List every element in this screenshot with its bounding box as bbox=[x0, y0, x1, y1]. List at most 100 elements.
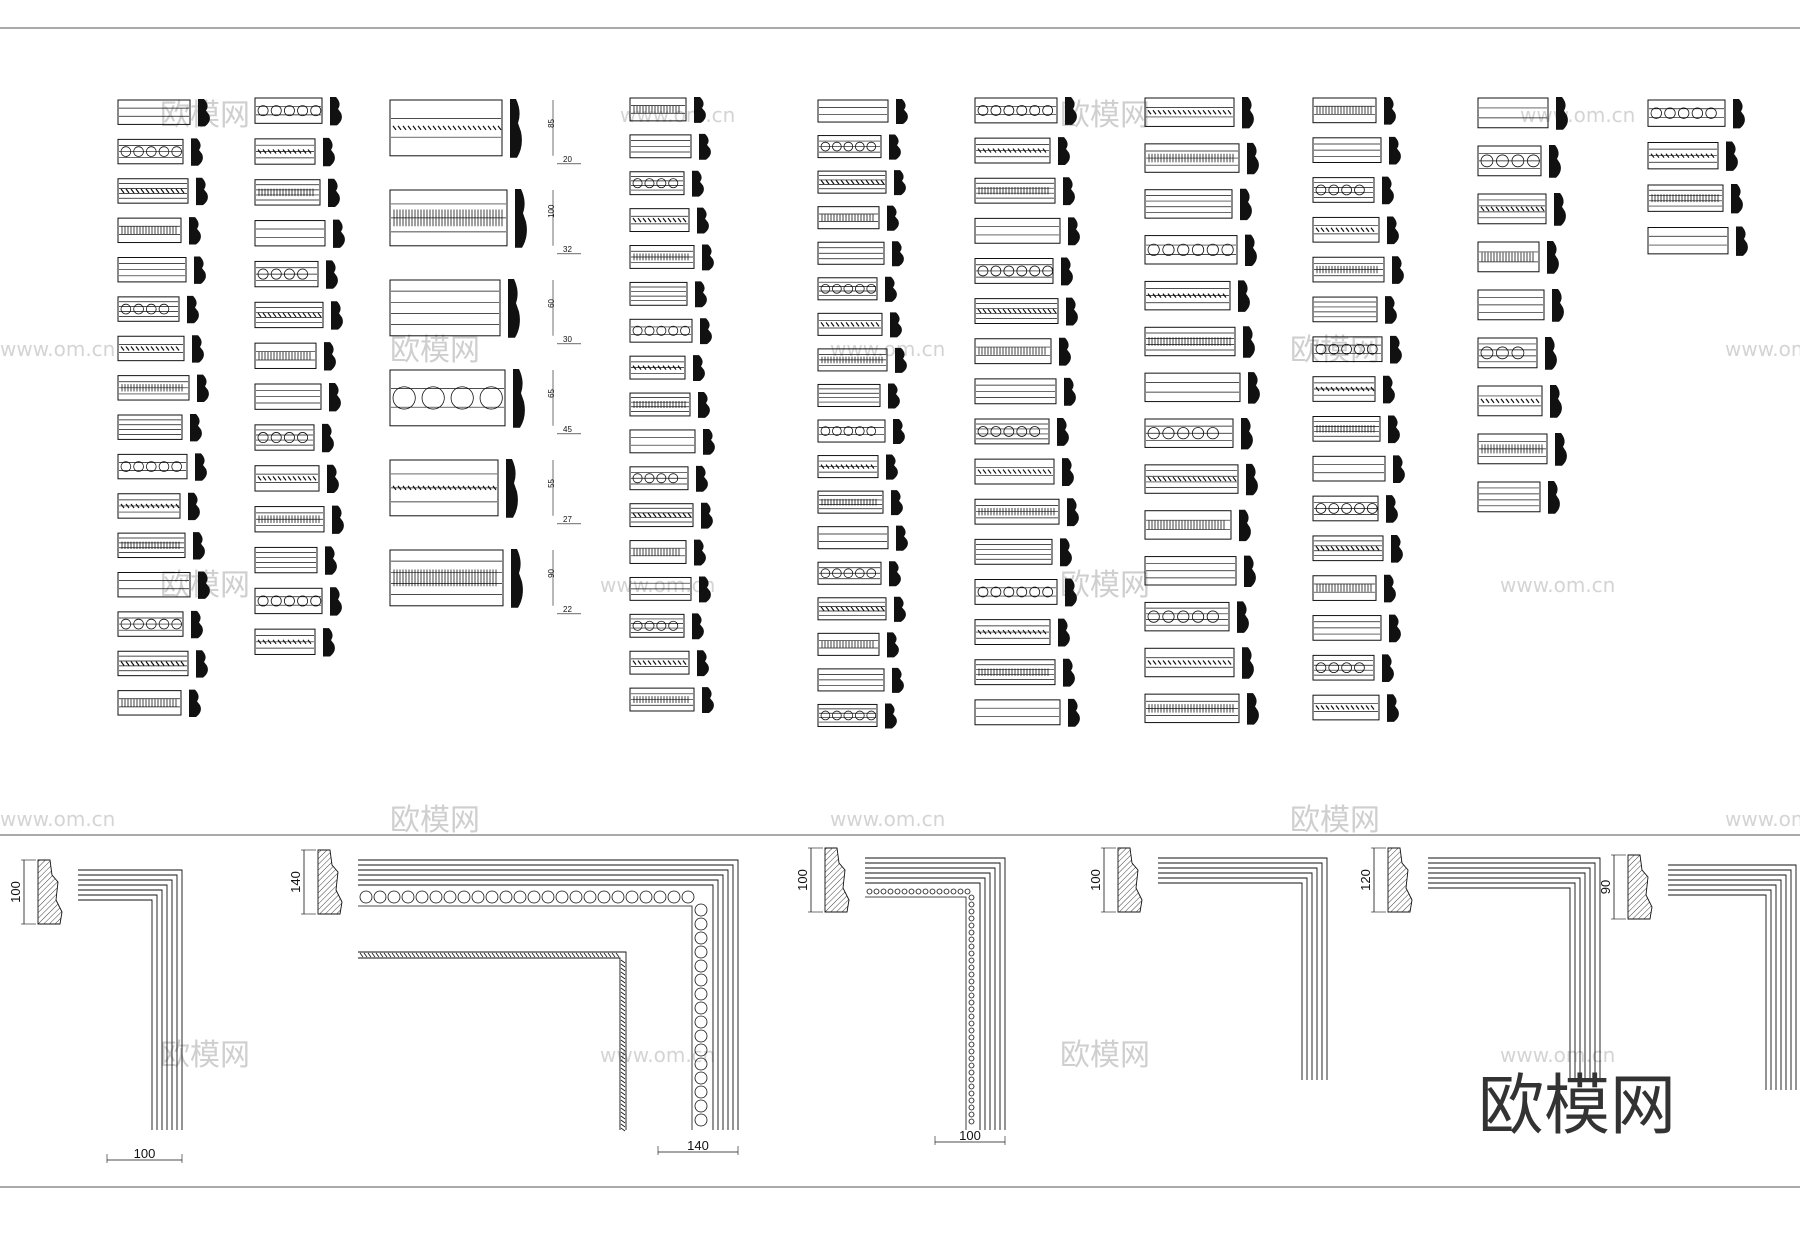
section-profile bbox=[893, 419, 905, 445]
moulding-piece bbox=[1477, 97, 1568, 130]
section-profile bbox=[697, 207, 709, 234]
section-profile bbox=[325, 546, 337, 575]
section-profile bbox=[323, 137, 335, 167]
frame-section-profile bbox=[317, 849, 343, 915]
moulding-piece bbox=[974, 297, 1078, 326]
section-profile bbox=[1242, 647, 1254, 679]
section-profile bbox=[1062, 458, 1074, 487]
section-profile bbox=[692, 170, 704, 197]
frame-side-dimension: 140 bbox=[288, 871, 303, 893]
moulding-piece bbox=[117, 217, 201, 245]
section-profile bbox=[700, 318, 712, 345]
watermark: 欧模网 bbox=[390, 803, 480, 838]
section-profile bbox=[694, 539, 706, 566]
section-profile bbox=[198, 571, 210, 599]
section-profile bbox=[197, 374, 209, 403]
moulding-piece bbox=[1312, 694, 1399, 722]
section-profile bbox=[330, 97, 342, 126]
section-profile bbox=[1731, 184, 1743, 214]
frame-corner-f5: 120 bbox=[1358, 847, 1601, 1080]
moulding-piece bbox=[817, 525, 908, 551]
section-profile bbox=[508, 279, 520, 338]
moulding-piece bbox=[1144, 601, 1249, 633]
catalog-column-c7 bbox=[1144, 97, 1260, 725]
moulding-piece bbox=[817, 490, 903, 516]
moulding-piece bbox=[1144, 234, 1257, 267]
moulding-piece bbox=[254, 587, 342, 616]
section-profile bbox=[889, 134, 901, 160]
section-profile bbox=[1733, 99, 1745, 129]
moulding-piece bbox=[1312, 534, 1403, 563]
moulding-piece bbox=[254, 219, 345, 248]
section-profile bbox=[333, 219, 345, 248]
moulding-piece bbox=[817, 561, 901, 587]
moulding-piece bbox=[1144, 97, 1254, 129]
moulding-piece bbox=[817, 99, 908, 125]
moulding-piece bbox=[1647, 141, 1738, 171]
frame-side-dimension: 90 bbox=[1598, 880, 1613, 894]
section-profile bbox=[1058, 137, 1070, 166]
frame-side-dimension: 100 bbox=[1088, 869, 1103, 891]
frame-section-profile bbox=[1627, 854, 1653, 920]
section-profile bbox=[1552, 289, 1564, 322]
section-profile bbox=[189, 689, 201, 718]
moulding-piece bbox=[629, 281, 707, 308]
watermark-url: www.om.cn bbox=[1500, 1043, 1615, 1067]
watermark-url: www.om.cn bbox=[0, 807, 115, 831]
dimension-height: 65 bbox=[547, 388, 556, 397]
moulding-piece bbox=[254, 505, 344, 534]
section-profile bbox=[326, 260, 338, 289]
section-profile bbox=[1387, 216, 1399, 245]
watermark-url: www.om.cn bbox=[1520, 103, 1635, 127]
catalog-column-c2 bbox=[254, 97, 345, 657]
section-profile bbox=[890, 312, 902, 338]
section-profile bbox=[1550, 385, 1562, 418]
section-profile bbox=[1060, 538, 1072, 567]
piece-dimension: 85 20 bbox=[547, 100, 581, 165]
moulding-piece bbox=[1477, 481, 1560, 514]
section-profile bbox=[1388, 415, 1400, 444]
watermark-url: www.om.cn bbox=[1500, 573, 1615, 597]
moulding-piece bbox=[629, 244, 714, 271]
catalog-column-c9 bbox=[1477, 97, 1568, 514]
section-profile bbox=[189, 217, 201, 245]
moulding-piece bbox=[1312, 654, 1394, 683]
dimension-height: 90 bbox=[547, 568, 556, 577]
moulding-piece bbox=[117, 374, 209, 403]
section-profile bbox=[1389, 614, 1401, 643]
watermark: 欧模网 bbox=[1290, 333, 1380, 368]
catalog-column-c10 bbox=[1647, 99, 1748, 256]
dimension-width: 20 bbox=[563, 155, 572, 164]
dimension-height: 85 bbox=[547, 118, 556, 127]
dimension-width: 22 bbox=[563, 605, 572, 614]
moulding-piece bbox=[254, 342, 336, 371]
section-profile bbox=[1063, 658, 1075, 687]
dimension-width: 32 bbox=[563, 245, 572, 254]
moulding-piece bbox=[974, 498, 1079, 527]
moulding-piece bbox=[1144, 372, 1260, 404]
section-profile bbox=[513, 369, 525, 428]
section-profile bbox=[1247, 142, 1259, 175]
moulding-piece bbox=[254, 97, 342, 126]
moulding-piece bbox=[629, 207, 709, 234]
section-profile bbox=[894, 170, 906, 196]
moulding-piece bbox=[1144, 188, 1252, 221]
section-profile bbox=[887, 632, 899, 658]
watermark-url: www.om.cn bbox=[1725, 337, 1800, 361]
section-profile bbox=[699, 576, 711, 603]
section-profile bbox=[1065, 97, 1077, 125]
moulding-piece bbox=[974, 658, 1075, 687]
section-profile bbox=[699, 133, 711, 160]
section-profile bbox=[196, 650, 208, 678]
moulding-piece bbox=[1477, 241, 1559, 274]
watermark-url: www.om.cn bbox=[0, 337, 115, 361]
section-profile bbox=[1238, 280, 1250, 312]
